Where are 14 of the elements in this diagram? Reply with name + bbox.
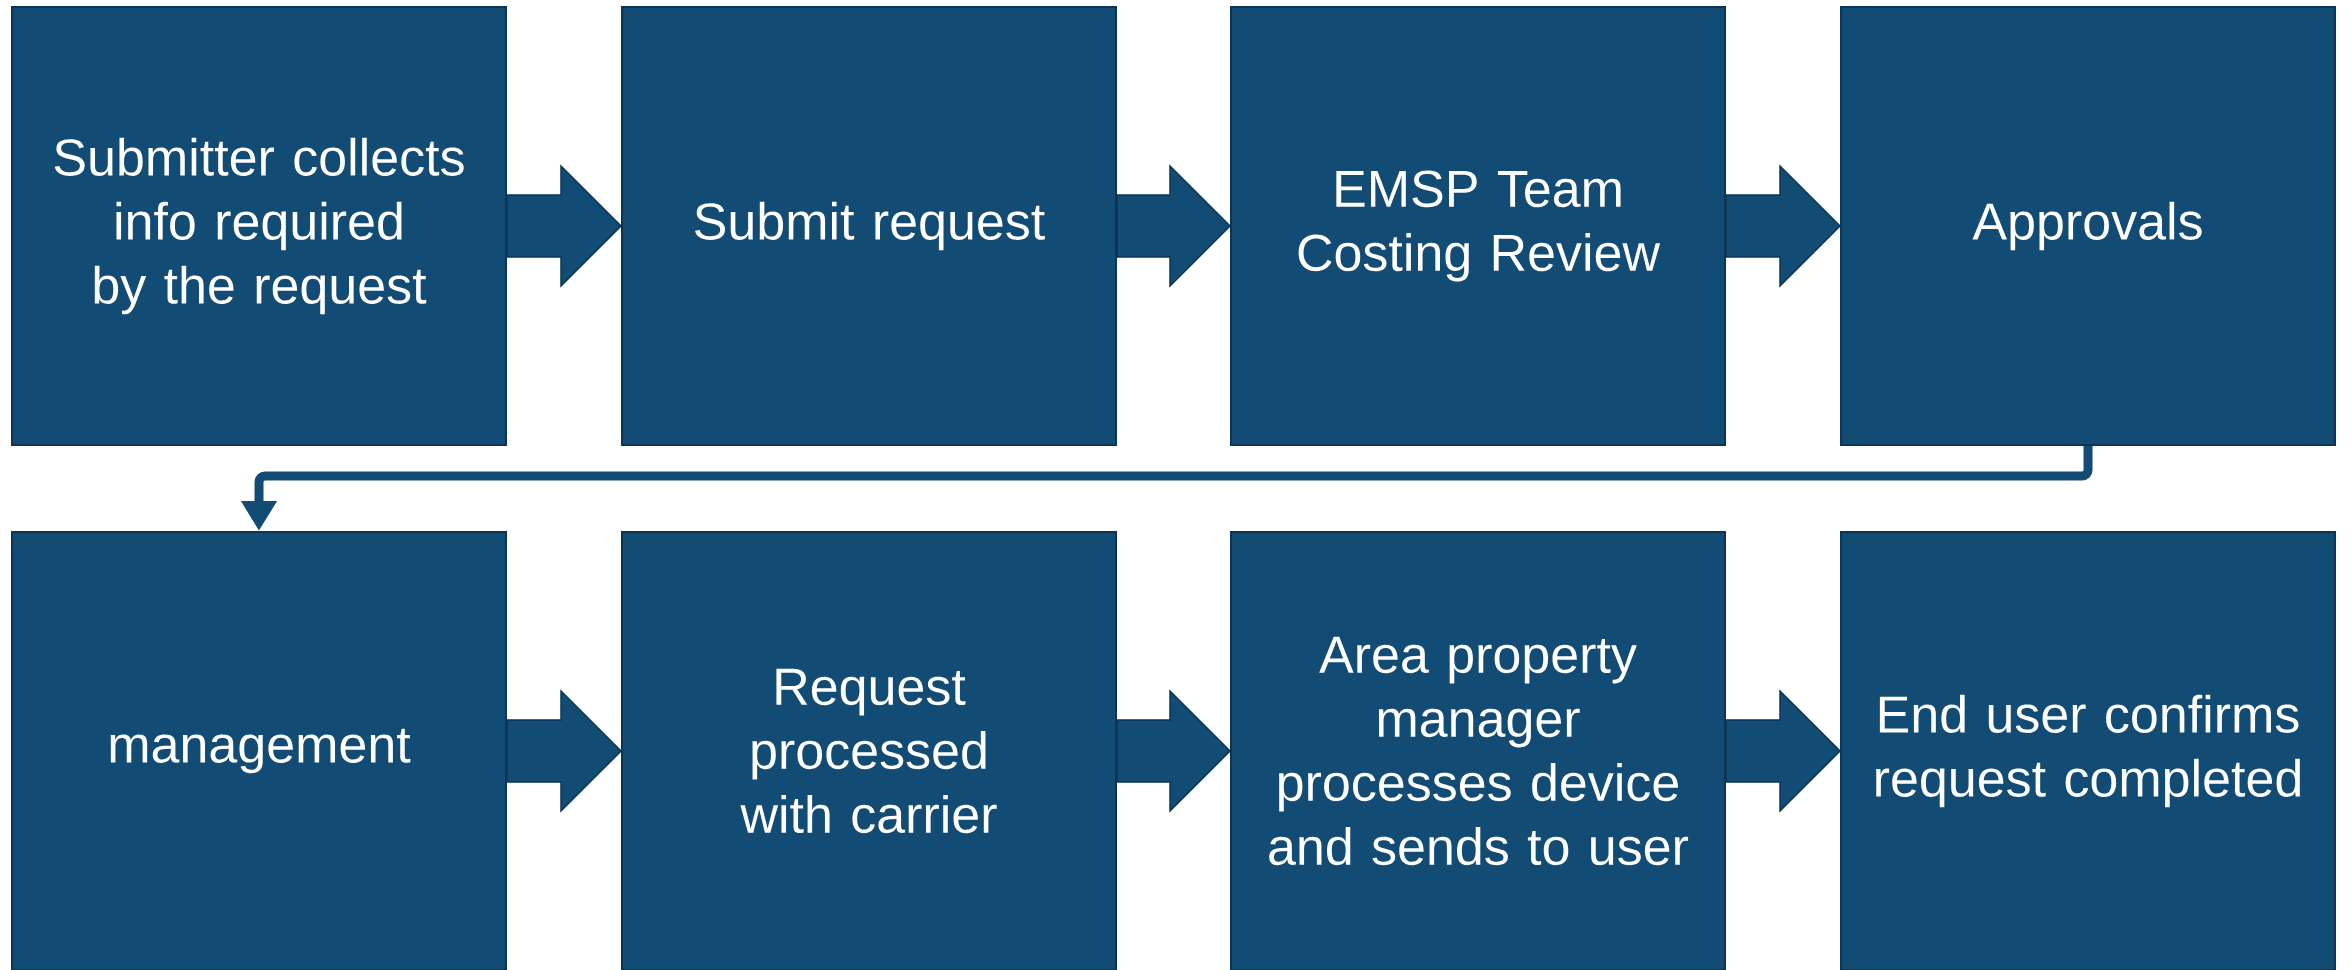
block-arrow [1725, 164, 1842, 288]
block-arrow [1116, 164, 1232, 288]
process-box: Approvals [1840, 6, 2337, 446]
block-arrow [1116, 689, 1232, 813]
process-box: EMSP Team Costing Review [1230, 6, 1726, 446]
process-box: End user confirms request completed [1840, 531, 2337, 970]
process-box: Area property manager processes device and sends to user [1230, 531, 1726, 970]
process-box: Request processed with carrier [621, 531, 1117, 970]
process-box: Submit request [621, 6, 1117, 446]
block-arrow [506, 164, 623, 288]
block-arrow [1725, 689, 1842, 813]
block-arrow [506, 689, 623, 813]
process-box: Submitter collects info required by the request [11, 6, 507, 446]
process-box: management [11, 531, 507, 970]
